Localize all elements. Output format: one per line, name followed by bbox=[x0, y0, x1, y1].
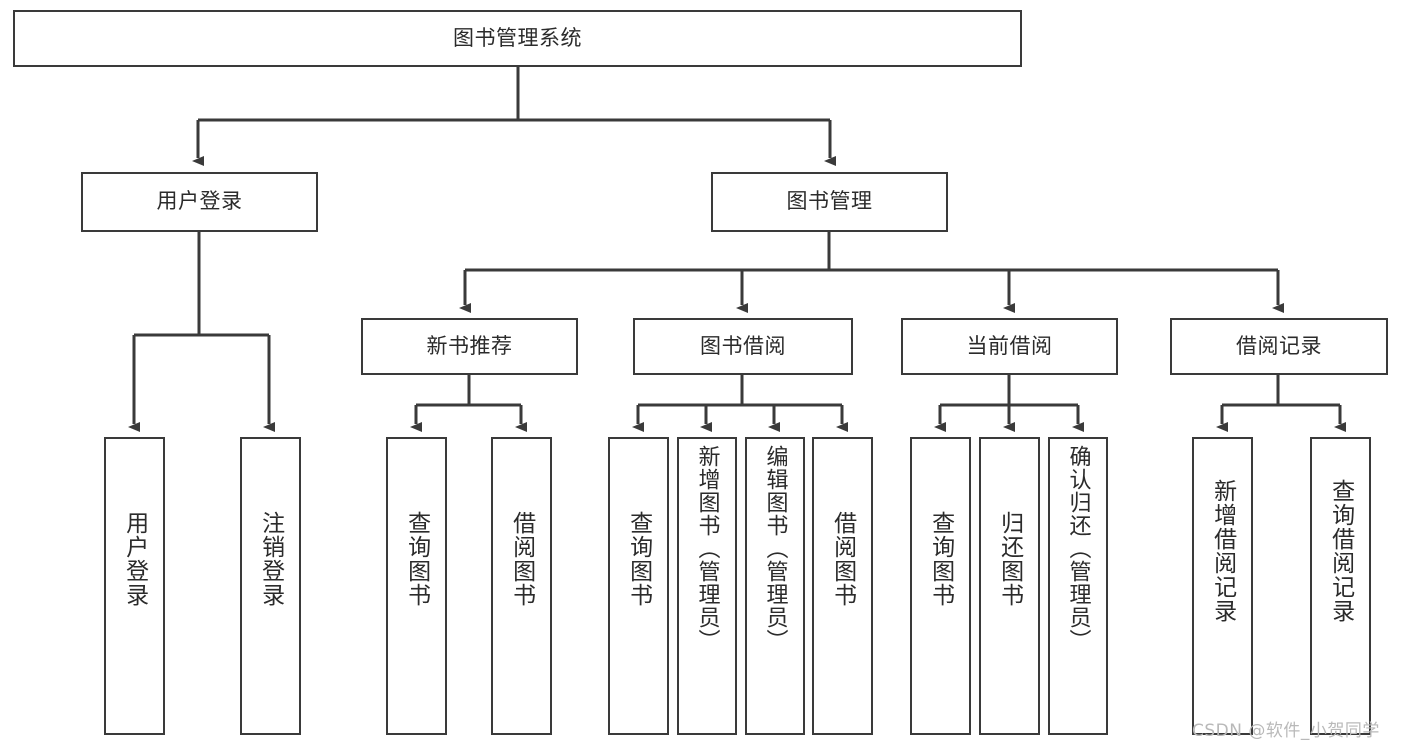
node-book-borrow[interactable]: 图书借阅 bbox=[633, 318, 853, 375]
node-label: 确认归还（管理员） bbox=[1065, 445, 1091, 652]
node-label: 查询图书 bbox=[625, 511, 652, 607]
leaf-add-record[interactable]: 新增借阅记录 bbox=[1192, 437, 1253, 735]
leaf-query-record[interactable]: 查询借阅记录 bbox=[1310, 437, 1371, 735]
node-label: 用户登录 bbox=[156, 189, 243, 214]
leaf-query-book-3[interactable]: 查询图书 bbox=[910, 437, 971, 735]
node-new-book-recommend[interactable]: 新书推荐 bbox=[361, 318, 578, 375]
node-label: 查询借阅记录 bbox=[1327, 479, 1354, 623]
node-label: 查询图书 bbox=[927, 511, 954, 607]
node-label: 图书管理系统 bbox=[453, 25, 582, 50]
leaf-borrow-book-2[interactable]: 借阅图书 bbox=[812, 437, 873, 735]
node-label: 图书借阅 bbox=[700, 333, 786, 358]
node-borrow-record[interactable]: 借阅记录 bbox=[1170, 318, 1388, 375]
node-label: 归还图书 bbox=[996, 511, 1023, 607]
leaf-add-book[interactable]: 新增图书（管理员） bbox=[677, 437, 737, 735]
node-book-management-system[interactable]: 图书管理系统 bbox=[13, 10, 1022, 67]
leaf-return-book[interactable]: 归还图书 bbox=[979, 437, 1040, 735]
node-label: 借阅图书 bbox=[829, 511, 856, 607]
node-label: 当前借阅 bbox=[966, 333, 1053, 358]
node-label: 注销登录 bbox=[257, 511, 284, 607]
node-current-borrow[interactable]: 当前借阅 bbox=[901, 318, 1118, 375]
leaf-query-book-1[interactable]: 查询图书 bbox=[386, 437, 447, 735]
node-label: 新增图书（管理员） bbox=[694, 445, 720, 652]
node-book-management[interactable]: 图书管理 bbox=[711, 172, 948, 232]
node-label: 新增借阅记录 bbox=[1209, 479, 1236, 623]
leaf-borrow-book-1[interactable]: 借阅图书 bbox=[491, 437, 552, 735]
leaf-user-login[interactable]: 用户登录 bbox=[104, 437, 165, 735]
leaf-query-book-2[interactable]: 查询图书 bbox=[608, 437, 669, 735]
node-label: 编辑图书（管理员） bbox=[762, 445, 788, 652]
node-label: 用户登录 bbox=[121, 511, 148, 607]
node-label: 借阅记录 bbox=[1236, 333, 1322, 358]
node-label: 借阅图书 bbox=[508, 511, 535, 607]
node-label: 图书管理 bbox=[786, 189, 873, 214]
node-label: 查询图书 bbox=[403, 511, 430, 607]
leaf-confirm-return[interactable]: 确认归还（管理员） bbox=[1048, 437, 1108, 735]
csdn-watermark: CSDN @软件_小贺同学 bbox=[1192, 721, 1380, 741]
node-label: 新书推荐 bbox=[426, 333, 513, 358]
leaf-edit-book[interactable]: 编辑图书（管理员） bbox=[745, 437, 805, 735]
leaf-logout-login[interactable]: 注销登录 bbox=[240, 437, 301, 735]
node-user-login[interactable]: 用户登录 bbox=[81, 172, 318, 232]
